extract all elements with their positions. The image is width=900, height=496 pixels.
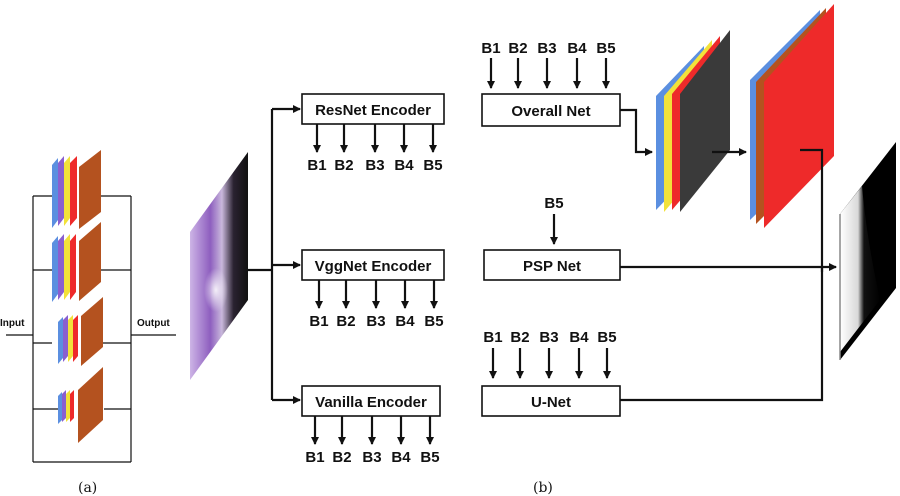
u-net: B1 B2 B3 B4 B5 U-Net [481,268,824,417]
vanilla-b2: B2 [332,449,351,466]
overall-net: B1 B2 B3 B4 B5 Overall Net [481,40,653,156]
overall-net-input-b3: B3 [537,40,556,57]
vggnet-encoder-label: VggNet Encoder [315,258,432,275]
psp-net: B5 PSP Net [483,195,837,281]
resnet-b3: B3 [365,157,384,174]
residual-block-2 [52,222,101,302]
vggnet-encoder: VggNet Encoder [301,249,445,281]
vanilla-b3: B3 [362,449,381,466]
vanilla-encoder-box [301,385,441,417]
stack-2-to-output [800,148,824,272]
vggnet-branches: B1 B2 B3 B4 B5 [309,280,444,330]
caption-a: (a) [78,480,97,496]
overall-net-to-features [620,108,653,156]
output-label: Output [137,318,170,329]
caption-b: (b) [533,480,553,496]
vanilla-b4: B4 [391,449,411,466]
feature-stack-2 [750,4,834,228]
u-net-input-b4: B4 [569,329,589,346]
psp-net-label: PSP Net [523,258,581,275]
mammogram-image [190,152,248,380]
resnet-b5: B5 [423,157,442,174]
residual-block-1 [52,150,101,229]
u-net-box [481,385,621,417]
panel-b: ResNet Encoder VggNet Encoder Vanilla En… [190,4,896,496]
overall-net-box [481,93,621,127]
u-net-input-b3: B3 [539,329,558,346]
resnet-branches: B1 B2 B3 B4 B5 [307,124,443,174]
overall-net-input-b4: B4 [567,40,587,57]
vggnet-b5: B5 [424,313,443,330]
resnet-encoder-label: ResNet Encoder [315,102,431,119]
psp-net-input-b5: B5 [544,195,563,212]
segmentation-mask [839,142,896,360]
vanilla-encoder-label: Vanilla Encoder [315,394,427,411]
overall-net-input-b5: B5 [596,40,615,57]
resnet-b4: B4 [394,157,414,174]
vanilla-b5: B5 [420,449,439,466]
vggnet-b1: B1 [309,313,328,330]
input-label: Input [0,318,25,329]
vanilla-branches: B1 B2 B3 B4 B5 [305,416,440,466]
vggnet-b4: B4 [395,313,415,330]
resnet-encoder: ResNet Encoder [301,93,445,125]
feature-stack-1 [656,30,730,212]
resnet-b2: B2 [334,157,353,174]
u-net-input-b5: B5 [597,329,616,346]
psp-net-box [483,249,621,281]
vanilla-encoder: Vanilla Encoder [301,385,441,417]
overall-net-input-b2: B2 [508,40,527,57]
vggnet-encoder-box [301,249,445,281]
u-net-input-b1: B1 [483,329,502,346]
vggnet-b3: B3 [366,313,385,330]
u-net-label: U-Net [531,394,571,411]
resnet-b1: B1 [307,157,326,174]
branch-lines [33,195,131,463]
overall-net-input-b1: B1 [481,40,500,57]
panel-a: Input Output [0,150,176,496]
vanilla-b1: B1 [305,449,324,466]
u-net-to-output [620,268,824,402]
resnet-encoder-box [301,93,445,125]
residual-block-3 [58,297,103,366]
vggnet-b2: B2 [336,313,355,330]
residual-block-4 [58,367,103,443]
u-net-input-b2: B2 [510,329,529,346]
overall-net-label: Overall Net [511,103,590,120]
